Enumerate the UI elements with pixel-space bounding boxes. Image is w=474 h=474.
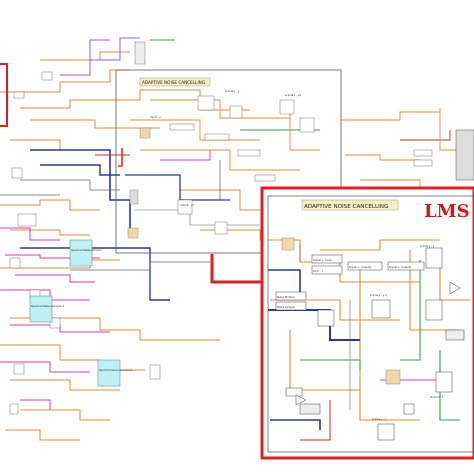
- zoom-label-noise-module: Noise Module: [277, 295, 295, 299]
- left-blocks: [9, 41, 161, 415]
- zoom-title-label: [301, 199, 399, 211]
- right-wires: [340, 108, 474, 191]
- right-block-a: [413, 149, 433, 157]
- zoom-arrow-line: [210, 254, 262, 284]
- red-connector-small: [118, 148, 123, 167]
- main-title-label: [139, 77, 211, 87]
- zoom-label-signal-noise: Signal + noise: [313, 258, 332, 262]
- main-panel-blocks: [129, 95, 315, 235]
- zoom-panel-title: ADAPTIVE NOISE CANCELLING: [304, 204, 388, 210]
- spectral-label-3: Spectral Measurements 3: [99, 368, 133, 372]
- main-label-input: Input - y: [150, 115, 161, 119]
- zoom-label-primary-y3: primary - y 3: [370, 293, 387, 297]
- right-graph-block: [455, 129, 474, 181]
- main-label-primary-y: primary - y: [225, 89, 240, 93]
- right-block-b: [413, 159, 433, 167]
- main-panel-title: ADAPTIVE NOISE CANCELLING: [142, 80, 205, 85]
- left-wires: [0, 37, 250, 441]
- zoom-blocks: [275, 237, 465, 441]
- highlight-box-left: [0, 63, 8, 127]
- zoom-label-signal-noise3: Signal + noise(3): [389, 265, 411, 269]
- zoom-panel: [260, 186, 474, 460]
- main-structure-frame: [115, 69, 342, 254]
- zoom-label-noise-sample: Noise sample: [277, 305, 295, 309]
- lms-label: LMS: [424, 201, 470, 222]
- zoom-wires: [268, 239, 470, 441]
- main-label-output: output - y1: [180, 203, 195, 207]
- zoom-label-primary-y: primary - y: [420, 244, 435, 248]
- zoom-label-numeric: Numeric 3: [430, 395, 444, 399]
- spectral-label-1: Spectral Measurements: [71, 248, 102, 252]
- spectral-label-2: Spectral Measurements 2: [31, 304, 65, 308]
- zoom-inner-frame: [267, 195, 474, 453]
- zoom-label-error: Error - 1: [313, 269, 324, 273]
- zoom-label-signal-noise2: Signal + noise(2): [349, 265, 371, 269]
- main-label-primary-y2: primary - y2: [285, 93, 301, 97]
- zoom-label-primary-y4: primary - y: [372, 417, 387, 421]
- spectral-blocks: [29, 239, 121, 387]
